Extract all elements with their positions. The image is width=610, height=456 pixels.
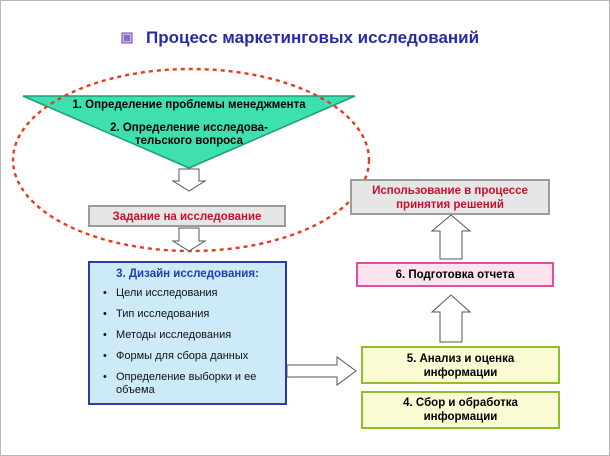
report-label: 6. Подготовка отчета (395, 269, 515, 281)
list-item: Определение выборки и ее объема (103, 371, 286, 397)
triangle-line-3: тельского вопроса (134, 135, 243, 147)
list-item: Формы для сбора данных (103, 350, 286, 363)
report-box (356, 262, 554, 287)
arrow-down-2 (171, 227, 207, 252)
collect-line-2: информации (423, 411, 498, 423)
research-task-label: Задание на исследование (112, 211, 262, 223)
list-item: Тип исследования (103, 308, 286, 321)
analysis-line-1: 5. Анализ и оценка (406, 353, 515, 365)
research-task-box (88, 205, 286, 227)
arrow-up-1 (430, 294, 472, 343)
arrow-up-2 (430, 214, 472, 260)
arrow-down-1 (171, 168, 207, 192)
dashed-ellipse (11, 67, 371, 253)
decision-use-line-2: принятия решений (396, 199, 504, 211)
problem-triangle (22, 95, 356, 169)
list-item: Цели исследования (103, 287, 286, 300)
triangle-line-1: 1. Определение проблемы менеджмента (72, 99, 306, 111)
page-title: Процесс маркетинговых исследований (146, 28, 480, 47)
list-item: Методы исследования (103, 329, 286, 342)
collect-box (361, 391, 560, 429)
arrow-right (286, 356, 357, 386)
collect-line-1: 4. Сбор и обработка (403, 397, 518, 409)
decision-use-box (350, 179, 550, 215)
slide-bullet-icon (121, 32, 133, 44)
analysis-line-2: информации (423, 367, 498, 379)
analysis-box (361, 346, 560, 384)
decision-use-line-1: Использование в процессе (372, 185, 528, 197)
triangle-line-2: 2. Определение исследова- (110, 122, 268, 134)
research-design-list: Цели исследования Тип исследования Метод… (103, 287, 286, 405)
research-design-heading: 3. Дизайн исследования: (116, 268, 259, 280)
